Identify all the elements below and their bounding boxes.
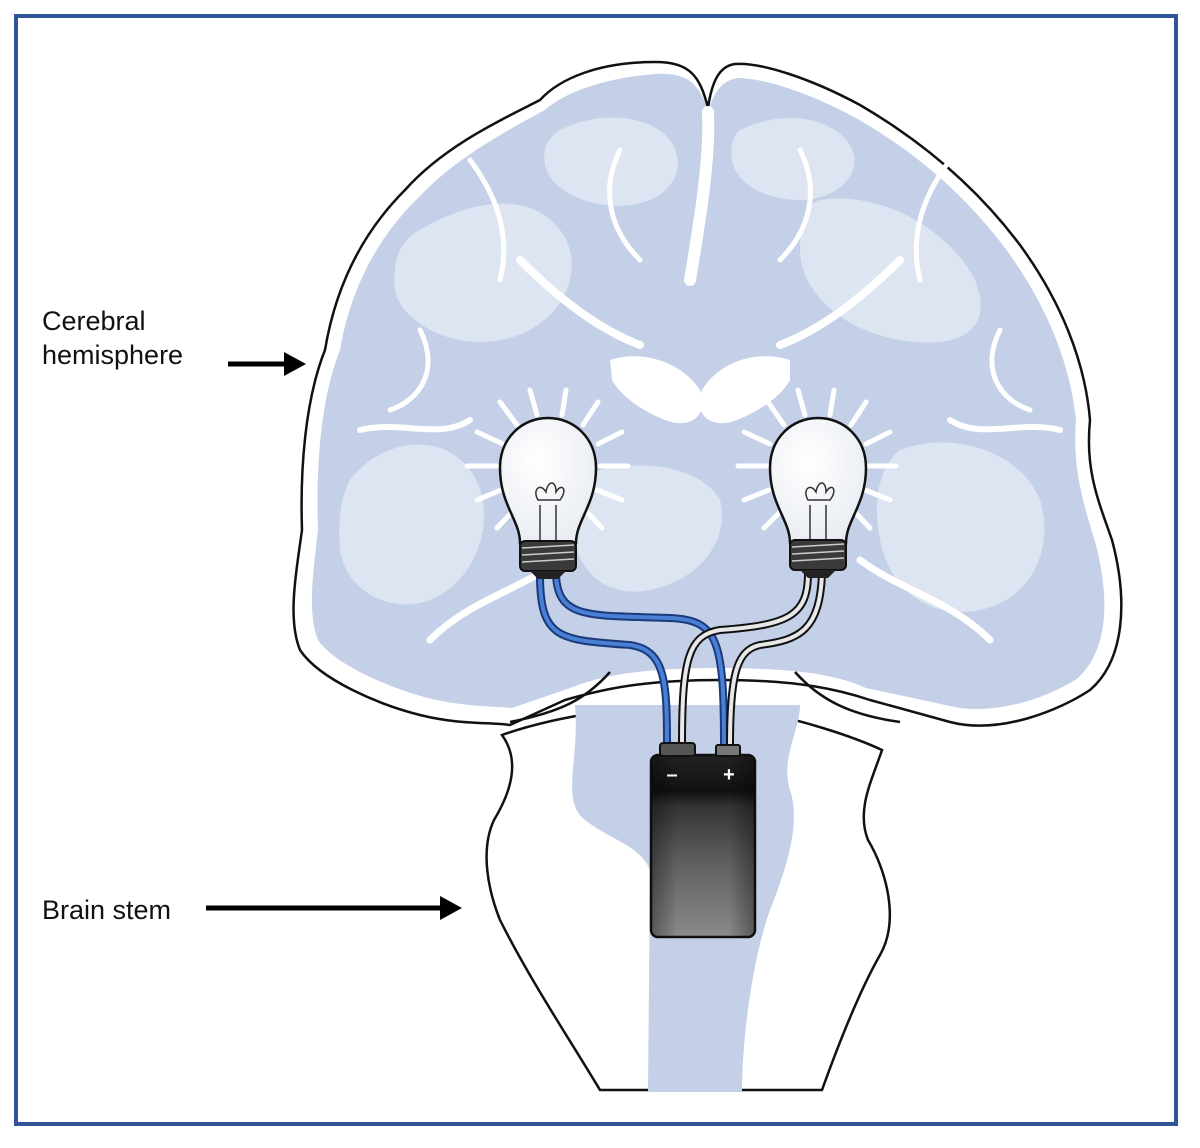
battery-negative-symbol: – — [666, 764, 677, 786]
cerebral-label-line1: Cerebral — [42, 306, 146, 336]
brain-stem-label: Brain stem — [42, 895, 172, 925]
wires — [536, 569, 826, 749]
battery-icon: – + — [649, 742, 757, 939]
light-bulb-icon — [768, 416, 868, 578]
cerebral-label-line2: hemisphere — [42, 340, 184, 370]
temporal-notch-right — [794, 671, 901, 724]
arrow-right-icon — [228, 352, 306, 376]
battery-positive-terminal — [715, 744, 741, 757]
battery-positive-symbol: + — [723, 764, 735, 786]
light-bulb-icon — [498, 416, 598, 579]
cerebral-hemisphere-label: Cerebral hemisphere — [42, 304, 183, 372]
temporal-notch-left — [509, 671, 611, 724]
bulb-glow-right — [735, 387, 899, 531]
arrow-right-icon — [206, 896, 462, 920]
battery-negative-terminal — [659, 742, 696, 757]
bulb-glow-left — [464, 387, 631, 531]
ventricles — [610, 356, 790, 424]
